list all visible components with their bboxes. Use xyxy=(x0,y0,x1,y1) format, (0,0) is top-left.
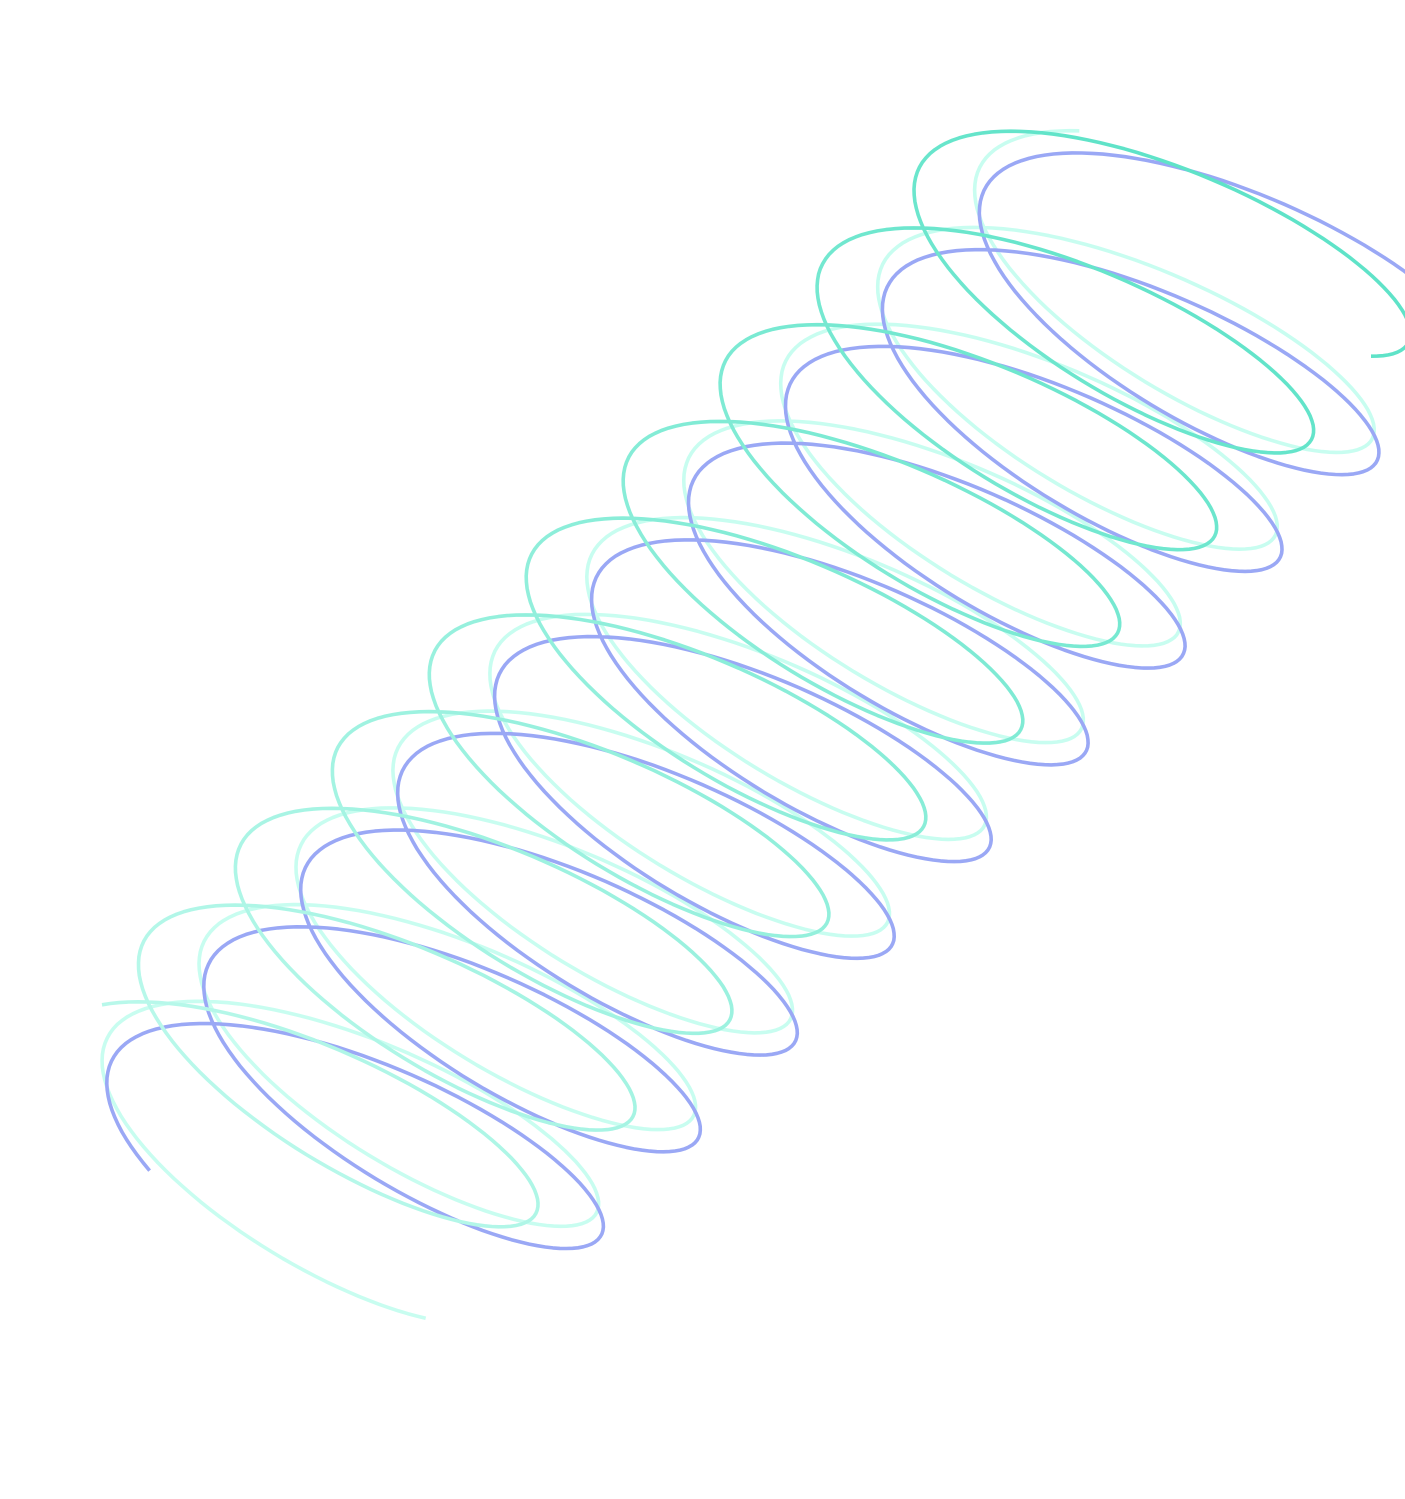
pale-cyan-coil xyxy=(100,128,1376,1320)
coil-layer xyxy=(100,128,1405,1320)
blue-violet-coil xyxy=(105,151,1405,1251)
mint-to-periwinkle-coil xyxy=(101,129,1405,1229)
